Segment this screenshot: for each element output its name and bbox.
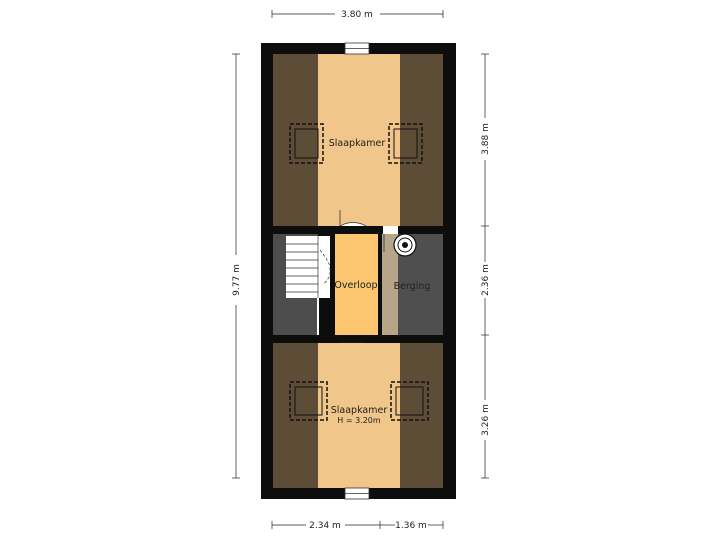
skylight-bottom-right [390,381,429,421]
storage-label: Berging [394,281,431,292]
dim-top-room-depth: 3.88 m [481,123,491,155]
dim-overall-length: 9.77 m [232,264,242,296]
boiler-inner [397,237,413,253]
skylight-bottom-right-inner [395,386,424,416]
dim-bottom-room-depth: 3.26 m [481,404,491,436]
landing-wall-right [378,234,382,335]
dimension-lines [232,10,489,529]
skylight-top-right-inner [393,128,418,159]
dim-bottom-right-width: 1.36 m [395,521,427,531]
storage-door-opening [383,226,398,234]
landing-floor [335,234,378,335]
skylight-bottom-left-inner [294,386,323,416]
top-bedroom: Slaapkamer [273,42,443,226]
door-swing-top [339,222,367,227]
stairwell-lower [286,298,318,335]
bottom-bedroom-label: Slaapkamer [331,405,388,416]
dim-bottom-left-width: 2.34 m [309,521,341,531]
storage-strip [382,234,398,335]
top-bedroom-label: Slaapkamer [329,138,386,149]
top-bedroom-floor [318,54,400,226]
stair-treads [286,236,331,335]
boiler-core [402,242,408,248]
bottom-bedroom-height: H = 3.20m [337,416,381,425]
bottom-bedroom-floor [318,343,400,488]
dim-middle-depth: 2.36 m [481,264,491,296]
dim-overall-width: 3.80 m [341,10,373,20]
landing-label: Overloop [334,280,377,291]
middle-section: Overloop Berging [273,210,443,347]
skylight-bottom-left [289,381,328,421]
landing-wall-left [330,234,335,335]
stairwell-opening [286,236,332,298]
bottom-bedroom: Slaapkamer H = 3.20m [273,343,443,500]
skylight-top-left-inner [294,128,319,159]
